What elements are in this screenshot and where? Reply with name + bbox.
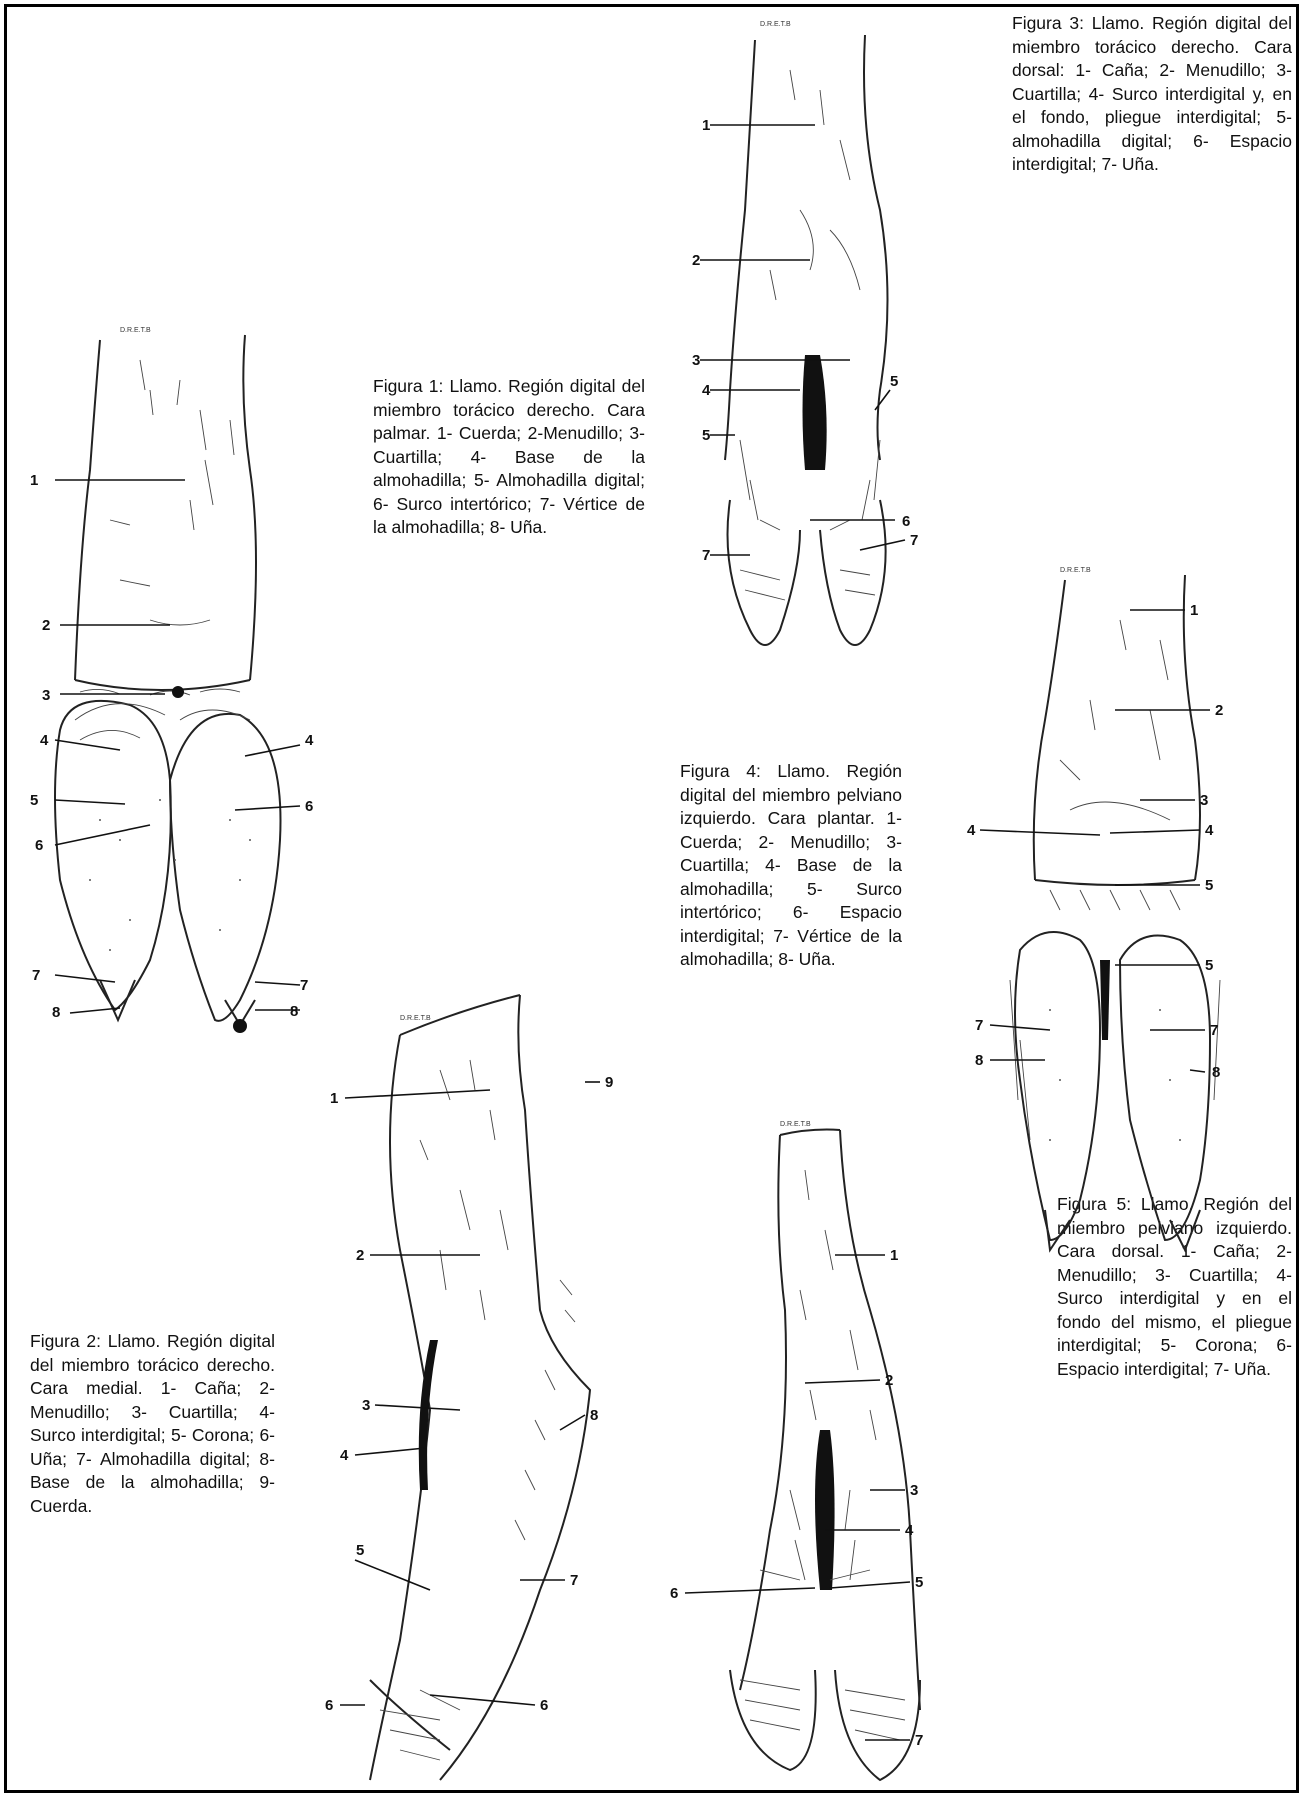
fig1-label: 3 — [42, 687, 50, 704]
fig2-label: 2 — [356, 1247, 364, 1264]
figure-1-illustration: D.R.E.T.B 1 2 3 4 4 5 6 6 7 7 8 8 — [0, 320, 340, 1040]
fig3-label: 6 — [902, 513, 910, 530]
fig1-label: 4 — [40, 732, 49, 749]
fig1-label: 8 — [290, 1003, 298, 1020]
caption-figure-4: Figura 4: Llamo. Región digital del miem… — [680, 760, 902, 972]
fig4-label: 7 — [975, 1017, 983, 1034]
fig2-label: 3 — [362, 1397, 370, 1414]
fig2-label: 6 — [540, 1697, 548, 1714]
fig5-label: 5 — [915, 1574, 923, 1591]
fig3-label: 3 — [692, 352, 700, 369]
figure-5-illustration: D.R.E.T.B 1 2 3 4 5 6 7 — [670, 1110, 1010, 1800]
svg-text:D.R.E.T.B: D.R.E.T.B — [400, 1015, 431, 1022]
fig4-label: 5 — [1205, 877, 1213, 894]
fig4-label: 7 — [1210, 1022, 1218, 1039]
fig5-label: 2 — [885, 1372, 893, 1389]
fig1-label: 6 — [35, 837, 43, 854]
fig4-label: 4 — [967, 822, 976, 839]
fig4-label: 8 — [1212, 1064, 1220, 1081]
fig4-label: 1 — [1190, 602, 1198, 619]
fig4-label: 5 — [1205, 957, 1213, 974]
fig4-label: 8 — [975, 1052, 983, 1069]
fig1-label: 2 — [42, 617, 50, 634]
fig1-label: 4 — [305, 732, 314, 749]
fig2-label: 6 — [325, 1697, 333, 1714]
fig2-label: 7 — [570, 1572, 578, 1589]
svg-text:D.R.E.T.B: D.R.E.T.B — [120, 327, 151, 334]
fig1-label: 8 — [52, 1004, 60, 1021]
fig5-label: 6 — [670, 1585, 678, 1602]
fig1-label: 7 — [300, 977, 308, 994]
fig3-label: 4 — [702, 382, 711, 399]
fig3-label: 1 — [702, 117, 710, 134]
fig2-label: 4 — [340, 1447, 349, 1464]
fig3-label: 2 — [692, 252, 700, 269]
fig1-label: 1 — [30, 472, 38, 489]
fig4-label: 2 — [1215, 702, 1223, 719]
fig2-label: 1 — [330, 1090, 338, 1107]
fig1-label: 7 — [32, 967, 40, 984]
fig1-label: 5 — [30, 792, 38, 809]
caption-figure-1: Figura 1: Llamo. Región digital del miem… — [373, 375, 645, 540]
figure-2-illustration: D.R.E.T.B 1 2 3 4 5 6 6 7 8 9 — [320, 990, 660, 1790]
fig2-label: 8 — [590, 1407, 598, 1424]
fig3-label: 7 — [702, 547, 710, 564]
svg-text:D.R.E.T.B: D.R.E.T.B — [1060, 567, 1091, 574]
fig2-label: 5 — [356, 1542, 364, 1559]
fig5-label: 4 — [905, 1522, 914, 1539]
fig5-label: 3 — [910, 1482, 918, 1499]
fig3-label: 5 — [890, 373, 898, 390]
fig2-label: 9 — [605, 1074, 613, 1091]
figure-3-illustration: D.R.E.T.B 1 2 3 4 5 5 6 7 7 — [680, 10, 940, 670]
fig4-label: 4 — [1205, 822, 1214, 839]
fig3-label: 5 — [702, 427, 710, 444]
caption-figure-2: Figura 2: Llamo. Región digital del miem… — [30, 1330, 275, 1518]
fig5-label: 1 — [890, 1247, 898, 1264]
caption-figure-3: Figura 3: Llamo. Región digital del miem… — [1012, 12, 1292, 177]
fig3-label: 7 — [910, 532, 918, 549]
fig1-label: 6 — [305, 798, 313, 815]
fig4-label: 3 — [1200, 792, 1208, 809]
svg-text:D.R.E.T.B: D.R.E.T.B — [760, 21, 791, 28]
fig5-label: 7 — [915, 1732, 923, 1749]
svg-text:D.R.E.T.B: D.R.E.T.B — [780, 1121, 811, 1128]
